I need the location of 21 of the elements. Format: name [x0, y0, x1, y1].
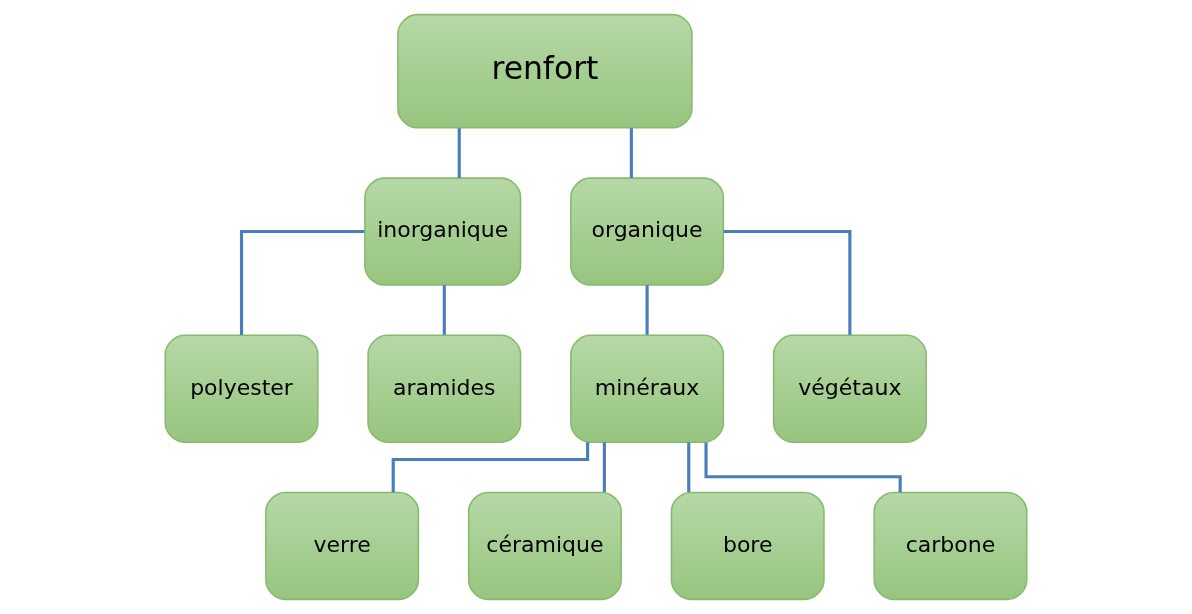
connector: [687, 442, 691, 492]
node-box: polyester: [164, 334, 319, 443]
node-box: aramides: [367, 334, 522, 443]
node-box: inorganique: [364, 177, 522, 286]
connector: [704, 442, 902, 493]
connector: [442, 285, 446, 335]
node-box: minéraux: [570, 334, 725, 443]
connector: [723, 230, 852, 336]
connector: [391, 442, 590, 493]
connector: [645, 285, 649, 335]
node-box: céramique: [467, 491, 622, 601]
node-box: carbone: [873, 491, 1028, 601]
node-box: verre: [265, 491, 420, 601]
node-box: organique: [570, 177, 725, 286]
connector: [457, 128, 461, 178]
node-box: bore: [670, 491, 825, 601]
connector: [629, 128, 633, 178]
connector: [602, 442, 606, 492]
connector: [239, 230, 365, 336]
node-box: végétaux: [772, 334, 927, 443]
node-box: renfort: [397, 13, 693, 129]
